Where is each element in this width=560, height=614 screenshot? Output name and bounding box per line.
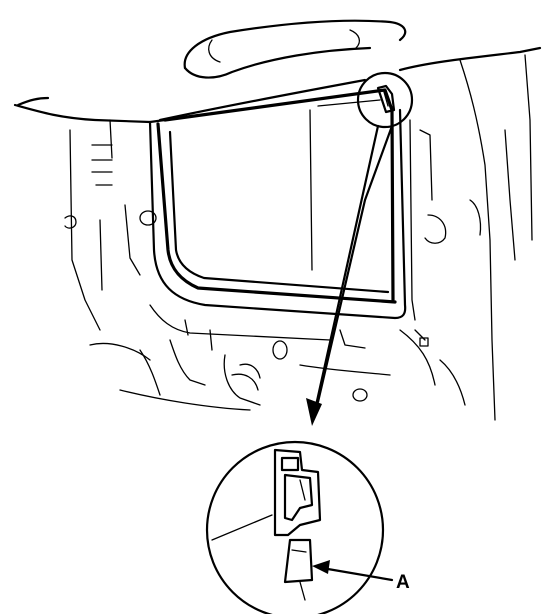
left-panel-details: [64, 144, 331, 396]
callout-label-a: A: [396, 572, 410, 593]
clip-fastener: [273, 448, 322, 601]
rear-window-frame: [148, 88, 407, 320]
leader-lines: [306, 124, 394, 426]
detail-circle-small: [356, 71, 414, 129]
body-panel-outline: [13, 46, 542, 421]
arrow-head-icon: [306, 398, 322, 426]
callout-arrow-icon: [312, 560, 330, 574]
detail-circle-enlarged: [205, 440, 385, 614]
right-panel-details: [409, 119, 516, 321]
lower-body-details: [119, 329, 466, 411]
callout-a: A: [312, 560, 410, 593]
grab-handle: [183, 19, 407, 79]
